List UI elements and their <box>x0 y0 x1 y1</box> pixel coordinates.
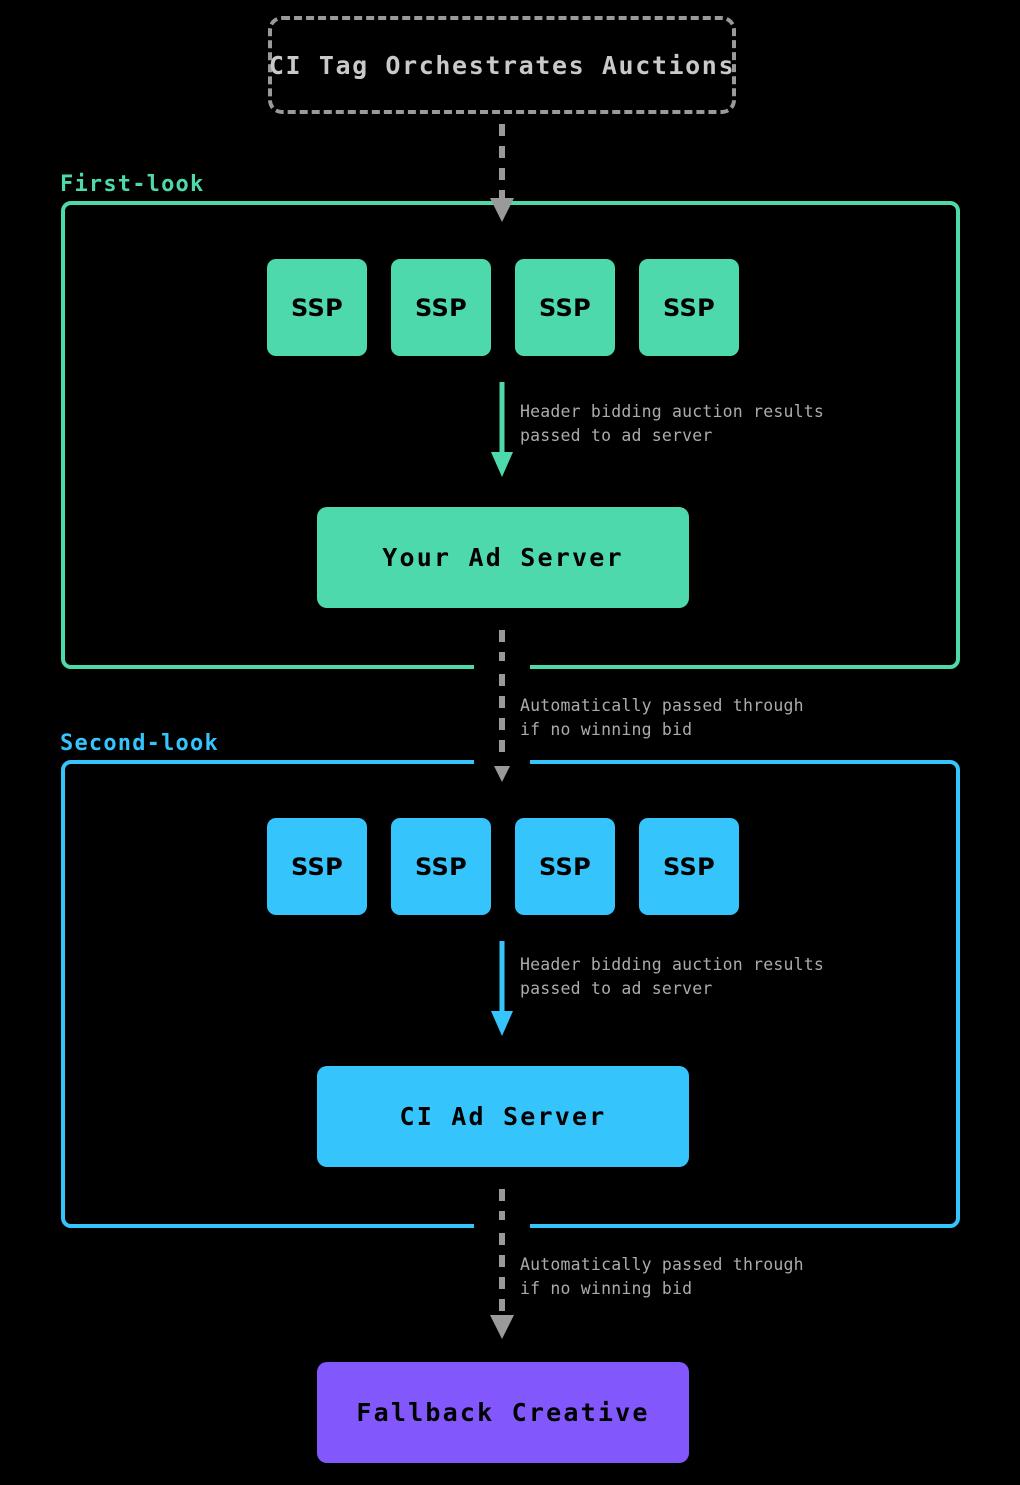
ssp-tile[interactable]: SSP <box>391 818 491 915</box>
node-ci-ad-server[interactable]: CI Ad Server <box>317 1066 689 1167</box>
ssp-label: SSP <box>663 293 715 322</box>
arrow-first-look-ssps-to-ad-server <box>480 382 524 482</box>
ssp-tile[interactable]: SSP <box>267 259 367 356</box>
section-title-first-look: First-look <box>60 172 205 197</box>
edge-label-second-look-header-bidding: Header bidding auction results passed to… <box>520 955 825 998</box>
section-title-second-look: Second-look <box>60 731 219 756</box>
arrow-first-look-to-second-look <box>480 630 524 790</box>
arrow-second-look-ssps-to-ci-ad-server <box>480 941 524 1041</box>
ssp-label: SSP <box>539 293 591 322</box>
ssp-tile[interactable]: SSP <box>639 818 739 915</box>
border-gap-first-look-bottom <box>474 661 530 671</box>
ssp-tile[interactable]: SSP <box>515 818 615 915</box>
ssp-label: SSP <box>291 852 343 881</box>
ssp-tile[interactable]: SSP <box>639 259 739 356</box>
edge-label-first-look-header-bidding: Header bidding auction results passed to… <box>520 402 825 445</box>
ssp-row-first-look: SSP SSP SSP SSP <box>267 259 739 356</box>
entry-node-label: CI Tag Orchestrates Auctions <box>268 50 736 80</box>
ssp-label: SSP <box>415 852 467 881</box>
border-gap-second-look-bottom <box>474 1220 530 1230</box>
ssp-tile[interactable]: SSP <box>515 259 615 356</box>
ssp-label: SSP <box>539 852 591 881</box>
node-label: CI Ad Server <box>399 1102 607 1131</box>
ssp-row-second-look: SSP SSP SSP SSP <box>267 818 739 915</box>
ssp-label: SSP <box>291 293 343 322</box>
node-your-ad-server[interactable]: Your Ad Server <box>317 507 689 608</box>
edge-label-second-to-fallback-passthrough: Automatically passed through if no winni… <box>520 1255 804 1298</box>
arrow-second-look-to-fallback <box>480 1189 524 1349</box>
edge-label-first-to-second-passthrough: Automatically passed through if no winni… <box>520 696 804 739</box>
node-label: Your Ad Server <box>382 543 624 572</box>
node-fallback-creative[interactable]: Fallback Creative <box>317 1362 689 1463</box>
node-label: Fallback Creative <box>356 1398 650 1427</box>
border-gap-second-look-top <box>474 756 530 766</box>
ssp-tile[interactable]: SSP <box>267 818 367 915</box>
ssp-label: SSP <box>663 852 715 881</box>
entry-node-ci-tag: CI Tag Orchestrates Auctions <box>268 16 736 114</box>
arrow-entry-to-first-look <box>480 124 524 228</box>
ssp-tile[interactable]: SSP <box>391 259 491 356</box>
ssp-label: SSP <box>415 293 467 322</box>
